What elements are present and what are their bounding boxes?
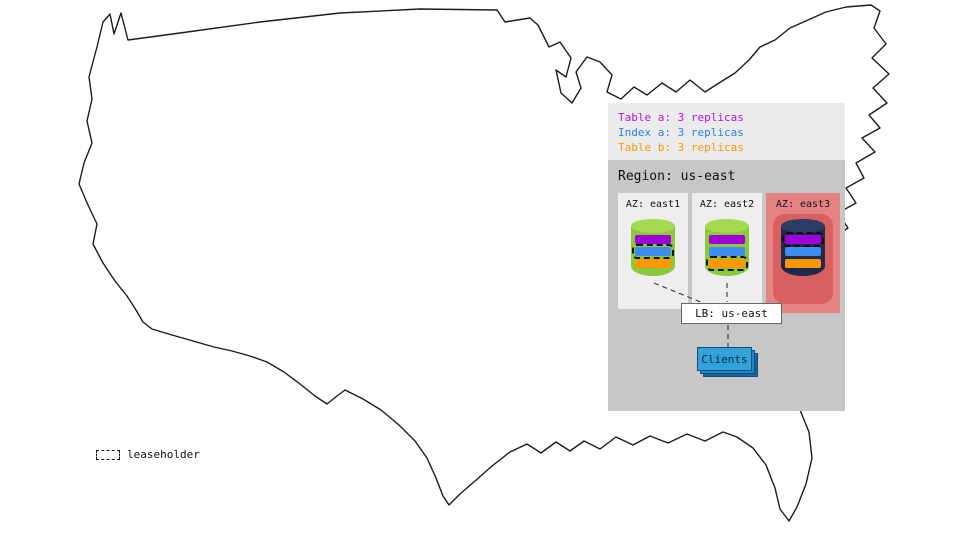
- az-east1: AZ: east1: [618, 193, 688, 309]
- replica-bar-table-b: [635, 259, 671, 268]
- leaseholder-key-label: leaseholder: [127, 448, 200, 461]
- leaseholder-swatch-icon: [96, 449, 120, 460]
- replica-legend: Table a: 3 replicas Index a: 3 replicas …: [608, 103, 845, 160]
- az-east3: AZ: east3: [766, 193, 840, 313]
- replica-bar-table-a: [709, 235, 745, 244]
- load-balancer: LB: us-east: [681, 303, 782, 324]
- az-east2: AZ: east2: [692, 193, 762, 309]
- az-row: AZ: east1 AZ: east2: [618, 193, 840, 313]
- database-node-icon: [781, 219, 825, 281]
- topology-panel: Table a: 3 replicas Index a: 3 replicas …: [608, 103, 845, 411]
- legend-item-table-b: Table b: 3 replicas: [618, 141, 744, 154]
- replica-bar-index-a: [785, 247, 821, 256]
- az-label: AZ: east1: [625, 199, 681, 210]
- replica-bar-table-b: [706, 256, 748, 271]
- leaseholder-key: leaseholder: [96, 448, 200, 461]
- cylinder-top: [631, 219, 675, 233]
- az-label: AZ: east2: [699, 199, 755, 210]
- clients-box: Clients: [697, 347, 752, 371]
- replica-bar-table-a: [782, 232, 824, 247]
- cylinder-top: [781, 219, 825, 233]
- legend-item-table-a: Table a: 3 replicas: [618, 111, 744, 124]
- replica-bar-table-b: [785, 259, 821, 268]
- replica-bar-table-a: [635, 235, 671, 244]
- replica-bar-index-a: [632, 244, 674, 259]
- replica-bar-index-a: [709, 247, 745, 256]
- clients-stack: Clients: [697, 347, 758, 377]
- az-label: AZ: east3: [775, 199, 831, 210]
- legend-item-index-a: Index a: 3 replicas: [618, 126, 744, 139]
- region-title: Region: us-east: [618, 169, 736, 184]
- region-us-east: Region: us-east AZ: east1 AZ: ea: [608, 160, 845, 411]
- database-node-icon: [705, 219, 749, 281]
- database-node-icon: [631, 219, 675, 281]
- cylinder-top: [705, 219, 749, 233]
